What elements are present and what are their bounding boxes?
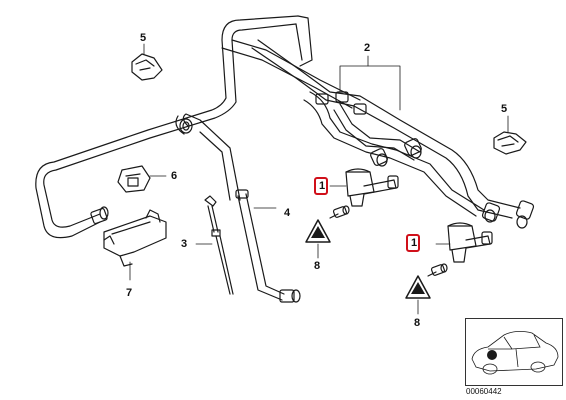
- callout-5-right: 5: [501, 103, 508, 115]
- elbow-hose-upper: [175, 113, 241, 201]
- callout-8-upper: 8: [314, 260, 321, 272]
- nozzle-1-lower: [435, 222, 493, 263]
- hose-bundle: [251, 39, 535, 229]
- check-valve-lower: [427, 263, 448, 277]
- car-silhouette-icon: [471, 331, 559, 375]
- check-valve-upper: [329, 205, 350, 219]
- callout-6: 6: [171, 170, 178, 182]
- hose-4: [235, 189, 301, 303]
- callout-5-left: 5: [140, 32, 147, 44]
- callout-2: 2: [364, 42, 371, 54]
- nozzle-1-upper: [329, 168, 399, 207]
- callout-3: 3: [181, 238, 188, 250]
- callout-8-lower: 8: [414, 317, 421, 329]
- callout-1-lower-highlighted: 1: [406, 234, 420, 252]
- diagram-reference-number: 00060442: [466, 387, 502, 396]
- grommet-6: [117, 165, 167, 193]
- clip-5-left: [131, 43, 163, 81]
- callout-4: 4: [284, 207, 291, 219]
- bracket-7: [103, 209, 167, 281]
- warning-label-upper: [305, 219, 331, 259]
- warning-label-lower: [405, 275, 431, 315]
- probe-3: [195, 195, 234, 295]
- callout-7: 7: [126, 287, 133, 299]
- vehicle-locator-inset: [465, 318, 563, 386]
- callout-1-upper-highlighted: 1: [314, 177, 328, 195]
- clip-5-right: [493, 115, 527, 155]
- left-hose-loop: [35, 15, 361, 239]
